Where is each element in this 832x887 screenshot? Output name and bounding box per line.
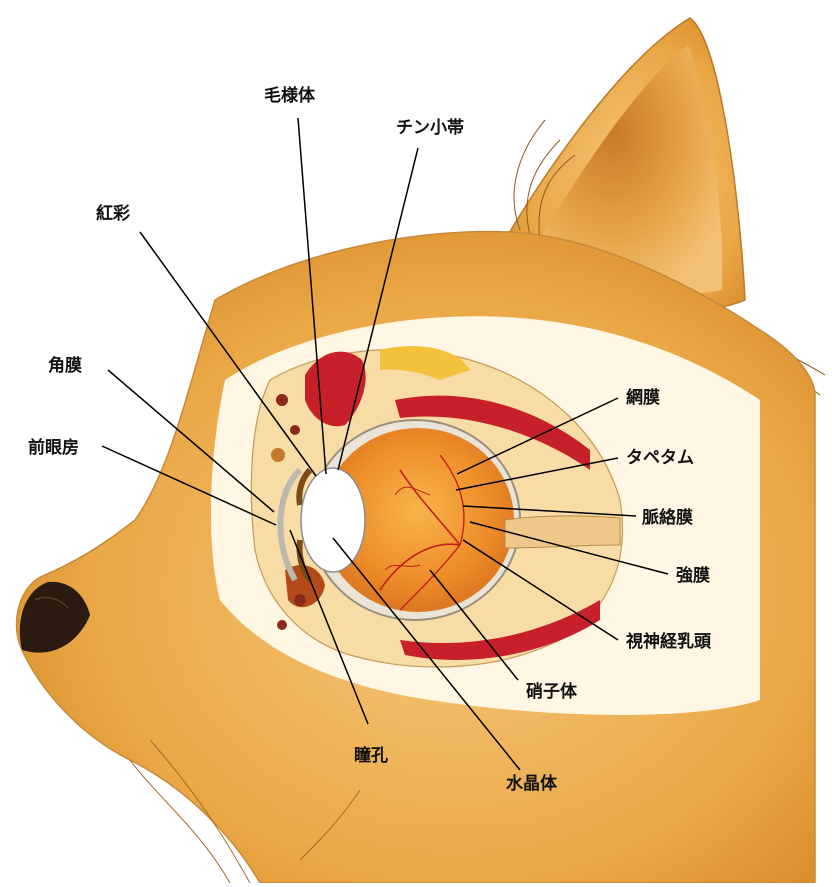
label-sclera: 強膜 [676, 566, 710, 586]
label-anterior-chamber: 前眼房 [28, 438, 79, 458]
label-ciliary-body: 毛様体 [264, 86, 315, 106]
label-vitreous: 硝子体 [526, 682, 577, 702]
label-choroid: 脈絡膜 [642, 508, 693, 528]
label-lens: 水晶体 [506, 774, 557, 794]
label-zonule: チン小帯 [396, 118, 464, 138]
label-cornea: 角膜 [48, 356, 82, 376]
label-pupil: 瞳孔 [354, 746, 388, 766]
label-tapetum: タペタム [626, 448, 694, 468]
label-iris: 紅彩 [96, 204, 130, 224]
label-optic-disc: 視神経乳頭 [626, 632, 711, 652]
label-retina: 網膜 [626, 388, 660, 408]
